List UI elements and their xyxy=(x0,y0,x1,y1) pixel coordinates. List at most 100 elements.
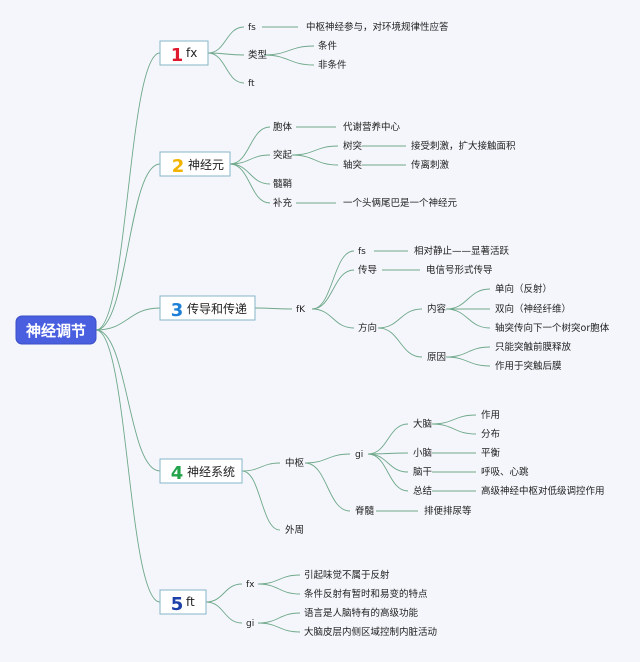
connector-6 xyxy=(207,52,245,56)
branch-5-title: ft xyxy=(186,595,195,609)
connector-11 xyxy=(229,154,271,165)
connector-19 xyxy=(311,308,355,329)
n2-supplement-desc: 一个头俩尾巴是一个神经元 xyxy=(343,197,458,209)
branch-3-number: 3 xyxy=(171,300,184,321)
n2-soma-desc: 代谢营养中心 xyxy=(343,121,401,133)
n3-conduction-desc: 电信号形式传导 xyxy=(426,264,493,276)
branch-3-title: 传导和传递 xyxy=(187,301,247,316)
n4-cerebrum-distribution: 分布 xyxy=(481,428,500,440)
connector-38 xyxy=(205,601,243,624)
branch-4-number: 4 xyxy=(171,463,184,484)
n2-process: 突起 xyxy=(273,149,293,161)
n4-cerebrum-role: 作用 xyxy=(481,409,500,421)
root-box xyxy=(15,315,97,345)
connector-8 xyxy=(263,45,315,56)
connector-36 xyxy=(431,423,477,435)
n1-ft: ft xyxy=(248,79,255,89)
connector-40 xyxy=(257,583,301,595)
branch-4-node[interactable]: 4 神经系统 xyxy=(159,458,243,484)
connector-34 xyxy=(367,453,409,492)
n3-reason: 原因 xyxy=(427,352,446,363)
connector-35 xyxy=(431,414,477,425)
root-node[interactable]: 神经调节 xyxy=(15,315,97,345)
n4-cerebellum: 小脑 xyxy=(413,447,432,459)
connector-16 xyxy=(254,307,293,310)
connector-3 xyxy=(95,329,161,472)
root-label: 神经调节 xyxy=(26,322,86,340)
n1-type-unconditioned: 非条件 xyxy=(318,59,347,71)
connector-10 xyxy=(229,126,271,165)
connector-17 xyxy=(311,250,355,310)
connector-41 xyxy=(257,612,301,624)
n2-supplement: 补充 xyxy=(273,197,293,209)
connector-7 xyxy=(207,52,245,84)
connector-21 xyxy=(377,327,423,358)
n4-summary: 总结 xyxy=(413,485,432,497)
connector-12 xyxy=(229,163,271,185)
branch-1-node[interactable]: 1 fx xyxy=(159,40,209,66)
connector-5 xyxy=(207,26,245,54)
n5-fx: fx xyxy=(246,580,255,590)
branch-1-title: fx xyxy=(186,46,197,60)
n3-fk: fK xyxy=(296,305,306,315)
connector-29 xyxy=(304,453,351,464)
n1-type-conditioned: 条件 xyxy=(318,40,338,52)
n5-fx-1: 引起味觉不属于反射 xyxy=(304,569,390,581)
n2-myelin: 髓鞘 xyxy=(273,178,293,190)
branch-4-title: 神经系统 xyxy=(187,465,235,479)
connector-15 xyxy=(291,154,339,166)
connector-30 xyxy=(304,462,351,512)
n3-fs-desc: 相对静止——显著活跃 xyxy=(414,245,510,257)
n4-brainstem: 脑干 xyxy=(413,466,432,478)
connector-4 xyxy=(95,329,161,603)
connector-20 xyxy=(377,308,423,329)
connector-26 xyxy=(445,356,491,367)
connector-25 xyxy=(445,346,491,358)
branch-2-box xyxy=(159,151,231,177)
connector-27 xyxy=(241,462,281,472)
connector-1 xyxy=(95,163,161,331)
branch-2-title: 神经元 xyxy=(188,158,224,172)
n5-fx-2: 条件反射有暂时和易变的特点 xyxy=(304,588,428,600)
connector-39 xyxy=(257,574,301,585)
connector-lines xyxy=(95,26,491,633)
n3-reason-2: 作用于突触后膜 xyxy=(495,360,562,372)
connector-37 xyxy=(205,583,243,603)
branch-5-node[interactable]: 5 ft xyxy=(159,589,207,615)
n2-dendrite-desc: 接受刺激，扩大接触面积 xyxy=(411,140,516,152)
branch-2-node[interactable]: 2 神经元 xyxy=(159,151,231,177)
n5-gi-1: 语言是人脑特有的高级功能 xyxy=(304,607,419,619)
n3-content: 内容 xyxy=(427,303,447,315)
connector-0 xyxy=(95,52,161,331)
nodes: 神经调节 1 fx fs 中枢神经参与，对环境规律性应答 类型 条件 非条件 f… xyxy=(15,21,610,638)
n3-reason-1: 只能突触前膜释放 xyxy=(495,341,572,353)
connector-14 xyxy=(291,145,339,156)
n2-soma: 胞体 xyxy=(273,121,293,133)
n1-fs: fs xyxy=(248,23,256,33)
branch-2-number: 2 xyxy=(172,156,185,177)
n4-gi: gi xyxy=(355,450,363,460)
n3-content-1: 单向（反射） xyxy=(495,283,552,295)
branch-5-box xyxy=(159,589,207,615)
branch-5-number: 5 xyxy=(171,594,184,615)
n2-axon-desc: 传离刺激 xyxy=(411,159,450,171)
n4-brainstem-desc: 呼吸、心跳 xyxy=(481,466,529,478)
connector-18 xyxy=(311,269,355,310)
connector-2 xyxy=(95,307,161,331)
branch-3-node[interactable]: 3 传导和传递 xyxy=(159,295,256,321)
n3-content-2: 双向（神经纤维） xyxy=(495,303,571,315)
connector-24 xyxy=(445,308,491,329)
n2-dendrite: 树突 xyxy=(343,140,363,152)
connector-31 xyxy=(367,423,409,455)
branch-4-box xyxy=(159,458,243,484)
connector-42 xyxy=(257,622,301,633)
connector-9 xyxy=(263,54,315,66)
n4-central: 中枢 xyxy=(285,457,305,469)
connector-13 xyxy=(229,163,271,204)
n5-gi: gi xyxy=(246,619,254,629)
n4-spinal-cord-desc: 排便排尿等 xyxy=(424,505,472,517)
n1-fs-desc: 中枢神经参与，对环境规律性应答 xyxy=(306,21,449,33)
n5-gi-2: 大脑皮层内侧区域控制内脏活动 xyxy=(304,626,437,638)
n4-peripheral: 外周 xyxy=(285,524,304,536)
